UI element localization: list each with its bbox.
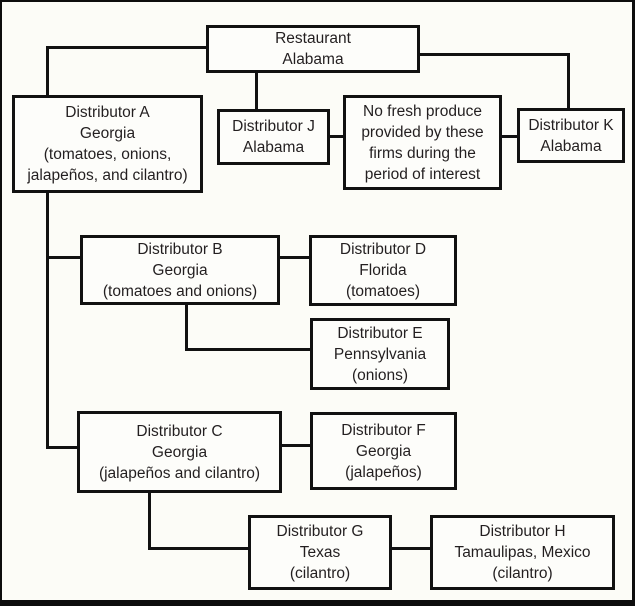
node-location: Texas: [299, 544, 341, 561]
node-distributor-g: Distributor G Texas (cilantro): [248, 515, 392, 590]
node-products: (jalapeños and cilantro): [98, 464, 261, 482]
node-location: Alabama: [540, 137, 602, 155]
node-name: Distributor A: [65, 104, 150, 121]
node-location: Georgia: [152, 261, 208, 279]
node-products: (jalapeños): [345, 463, 422, 481]
connector-restaurant-to-distributor-a-vertical: [46, 46, 49, 98]
connector-trunk-to-distributor-c: [46, 446, 79, 449]
connector-restaurant-to-distributor-a-horizontal: [46, 46, 208, 49]
node-products: (tomatoes, onions, jalapeños, and cilant…: [27, 146, 188, 184]
node-no-supply-note: No fresh produce provided by these firms…: [343, 95, 502, 190]
node-products: (tomatoes and onions): [102, 282, 258, 300]
node-distributor-k: Distributor K Alabama: [517, 108, 625, 163]
node-location: Alabama: [242, 139, 305, 156]
node-location: Alabama: [282, 51, 344, 68]
connector-distributor-b-to-d: [278, 256, 311, 259]
node-location: Georgia: [355, 442, 412, 460]
node-restaurant: Restaurant Alabama: [206, 25, 420, 73]
node-location: Florida: [359, 262, 407, 279]
node-products: (tomatoes): [345, 283, 421, 300]
node-distributor-a: Distributor A Georgia (tomatoes, onions,…: [12, 95, 203, 193]
connector-distributor-c-down: [148, 491, 151, 550]
node-distributor-h: Distributor H Tamaulipas, Mexico (cilant…: [430, 515, 615, 590]
connector-distributor-b-to-e: [185, 348, 312, 351]
node-distributor-f: Distributor F Georgia (jalapeños): [310, 412, 457, 490]
node-distributor-d: Distributor D Florida (tomatoes): [309, 235, 457, 306]
node-distributor-j: Distributor J Alabama: [217, 109, 330, 165]
node-name: Distributor F: [341, 421, 426, 439]
connector-distributor-c-to-g: [148, 547, 250, 550]
node-name: Distributor G: [276, 523, 364, 540]
node-products: (cilantro): [492, 565, 553, 582]
node-location: Georgia: [151, 443, 208, 461]
node-name: Distributor J: [232, 118, 315, 135]
node-location: Georgia: [79, 125, 136, 142]
connector-trunk-to-distributor-b: [46, 256, 82, 259]
connector-distributor-j-to-note: [328, 135, 345, 138]
connector-distributor-g-to-h: [390, 547, 432, 550]
node-distributor-b: Distributor B Georgia (tomatoes and onio…: [80, 235, 280, 305]
node-name: Distributor K: [528, 116, 614, 134]
node-products: (cilantro): [289, 565, 351, 582]
node-name: Distributor B: [137, 240, 223, 258]
node-name: Distributor D: [339, 241, 427, 258]
connector-restaurant-to-distributor-j: [255, 71, 258, 111]
node-name: Distributor H: [479, 523, 566, 540]
node-name: Restaurant: [275, 30, 351, 47]
connector-restaurant-to-distributor-k-vertical: [567, 53, 570, 110]
node-name: Distributor C: [136, 422, 223, 440]
node-location: Pennsylvania: [333, 345, 427, 363]
connector-note-to-distributor-k: [500, 135, 519, 138]
note-text: No fresh produce provided by these firms…: [361, 102, 484, 183]
connector-distributor-c-to-f: [280, 444, 312, 447]
connector-distributor-a-trunk: [46, 191, 49, 449]
node-distributor-e: Distributor E Pennsylvania (onions): [310, 318, 450, 390]
node-name: Distributor E: [337, 324, 423, 342]
node-products: (onions): [352, 366, 408, 384]
node-location: Tamaulipas, Mexico: [454, 544, 591, 561]
node-distributor-c: Distributor C Georgia (jalapeños and cil…: [77, 411, 282, 493]
connector-distributor-b-down: [185, 303, 188, 351]
connector-restaurant-to-distributor-k-horizontal: [418, 53, 570, 56]
